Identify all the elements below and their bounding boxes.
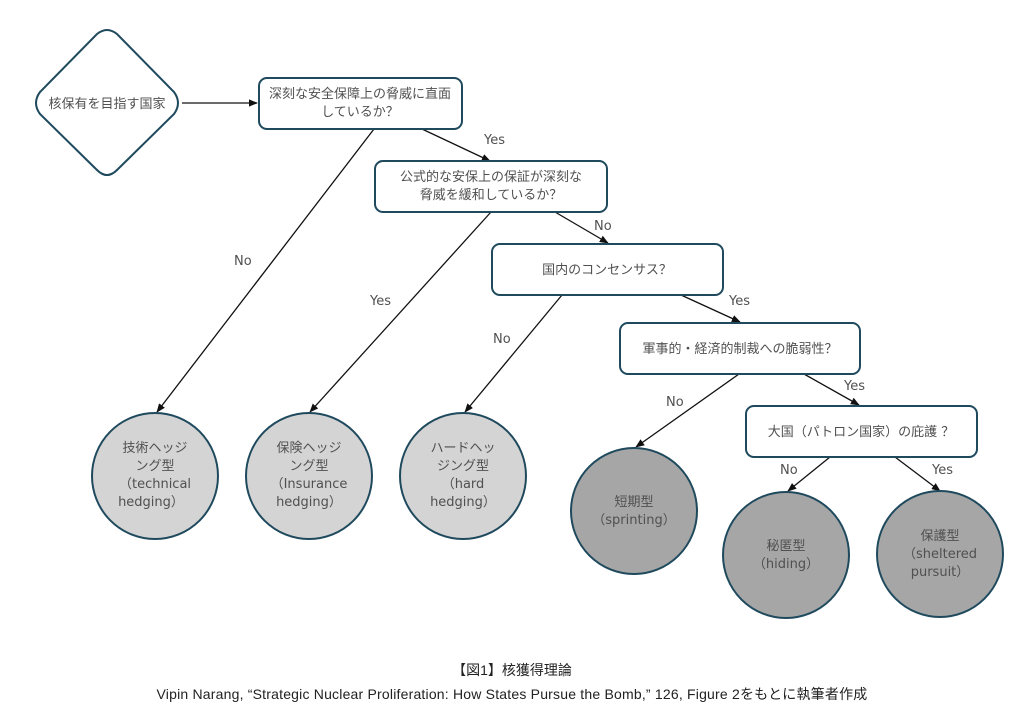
edge-label-q5-sheltered: Yes	[931, 463, 953, 478]
outcome-insurance: 保険ヘッジ ング型 （Insurance hedging）	[245, 412, 373, 540]
outcome-text-line: 秘匿型	[766, 539, 805, 554]
question-text-line: 公式的な安保上の保証が深刻な	[400, 169, 582, 185]
outcome-circle	[91, 412, 219, 540]
outcome-circle	[722, 491, 850, 619]
question-box	[258, 77, 463, 130]
outcome-circle	[245, 412, 373, 540]
edge-label-q4-sprinting: No	[666, 395, 684, 410]
edge-label-q5-hiding: No	[780, 463, 798, 478]
outcome-text-line: 技術ヘッジ	[122, 441, 187, 456]
outcome-text-line: hedging）	[118, 495, 184, 510]
outcome-circle	[399, 412, 527, 540]
outcome-text-line: ハードヘッ	[430, 441, 495, 456]
outcome-text-line: （sheltered	[903, 547, 977, 562]
outcome-text-line: ング型	[289, 459, 328, 474]
outcome-text-line: ジング型	[437, 459, 489, 474]
edge-q4-q5	[803, 373, 860, 406]
edge-q4-sprinting	[635, 373, 740, 448]
question-q4: 軍事的・経済的制裁への脆弱性？	[619, 322, 861, 375]
outcome-text-line: pursuit）	[911, 565, 970, 580]
edge-label-q3-hard: No	[493, 332, 511, 347]
edge-q3-q4	[680, 294, 741, 323]
outcome-hard: ハードヘッ ジング型 （hard hedging）	[399, 412, 527, 540]
edges: Yes No No Yes Yes No Yes No No Yes	[156, 99, 953, 492]
outcome-text-line: （sprinting）	[592, 513, 675, 528]
outcome-text-line: （hiding）	[753, 557, 819, 572]
edge-label-q4-q5: Yes	[843, 379, 865, 394]
outcome-text-line: 保険ヘッジ	[276, 441, 341, 456]
edge-q5-hiding	[787, 456, 831, 492]
question-box	[619, 322, 861, 375]
outcome-text-line: （hard	[442, 477, 485, 492]
start-diamond-shape	[35, 29, 179, 176]
outcome-text-line: hedging）	[276, 495, 342, 510]
edge-label-q2-q3: No	[594, 219, 612, 234]
question-text-line: 大国（パトロン国家）の庇護 ？	[768, 424, 955, 440]
flowchart: Yes No No Yes Yes No Yes No No Yes 核保有を目…	[35, 29, 1004, 619]
question-q2: 公式的な安保上の保証が深刻な 脅威を緩和しているか？	[374, 160, 608, 213]
question-box	[491, 243, 724, 296]
edge-q2-q3	[554, 211, 609, 244]
outcome-text-line: （Insurance	[271, 477, 348, 492]
outcome-hiding: 秘匿型 （hiding）	[722, 491, 850, 619]
edge-q1-q2	[421, 128, 491, 162]
edge-q2-insurance	[309, 211, 492, 413]
question-q3: 国内のコンセンサス？	[491, 243, 724, 296]
edge-label-q2-insurance: Yes	[369, 294, 391, 309]
figure-caption-source: Vipin Narang, “Strategic Nuclear Prolife…	[156, 686, 868, 702]
edge-label-q1-technical: No	[234, 254, 252, 269]
edge-label-q3-q4: Yes	[728, 294, 750, 309]
edge-q3-hard	[464, 294, 563, 413]
question-text-line: しているか？	[321, 105, 399, 120]
edge-q1-technical	[156, 128, 375, 413]
start-label: 核保有を目指す国家	[48, 96, 165, 112]
question-text-line: 国内のコンセンサス？	[542, 262, 672, 278]
question-q1: 深刻な安全保障上の脅威に直面 しているか？	[258, 77, 463, 130]
outcome-text-line: ング型	[135, 459, 174, 474]
edge-q5-sheltered	[894, 456, 941, 492]
question-text-line: 脅威を緩和しているか？	[420, 188, 563, 203]
question-box	[745, 405, 978, 458]
question-text-line: 軍事的・経済的制裁への脆弱性？	[642, 341, 837, 357]
outcome-circle	[570, 447, 698, 575]
outcome-text-line: 保護型	[920, 528, 959, 544]
outcome-text-line: （technical	[119, 477, 191, 492]
outcome-technical: 技術ヘッジ ング型 （technical hedging）	[91, 412, 219, 540]
outcome-sheltered: 保護型 （sheltered pursuit）	[876, 490, 1004, 618]
question-text-line: 深刻な安全保障上の脅威に直面	[269, 86, 451, 102]
edge-label-q1-q2: Yes	[483, 133, 505, 148]
outcome-text-line: 短期型	[614, 495, 653, 510]
question-box	[374, 160, 608, 213]
outcome-text-line: hedging）	[430, 495, 496, 510]
question-q5: 大国（パトロン国家）の庇護 ？	[745, 405, 978, 458]
figure-caption-title: 【図1】核獲得理論	[452, 662, 572, 678]
outcome-sprinting: 短期型 （sprinting）	[570, 447, 698, 575]
outcome-circle	[876, 490, 1004, 618]
start-node: 核保有を目指す国家	[35, 29, 179, 176]
